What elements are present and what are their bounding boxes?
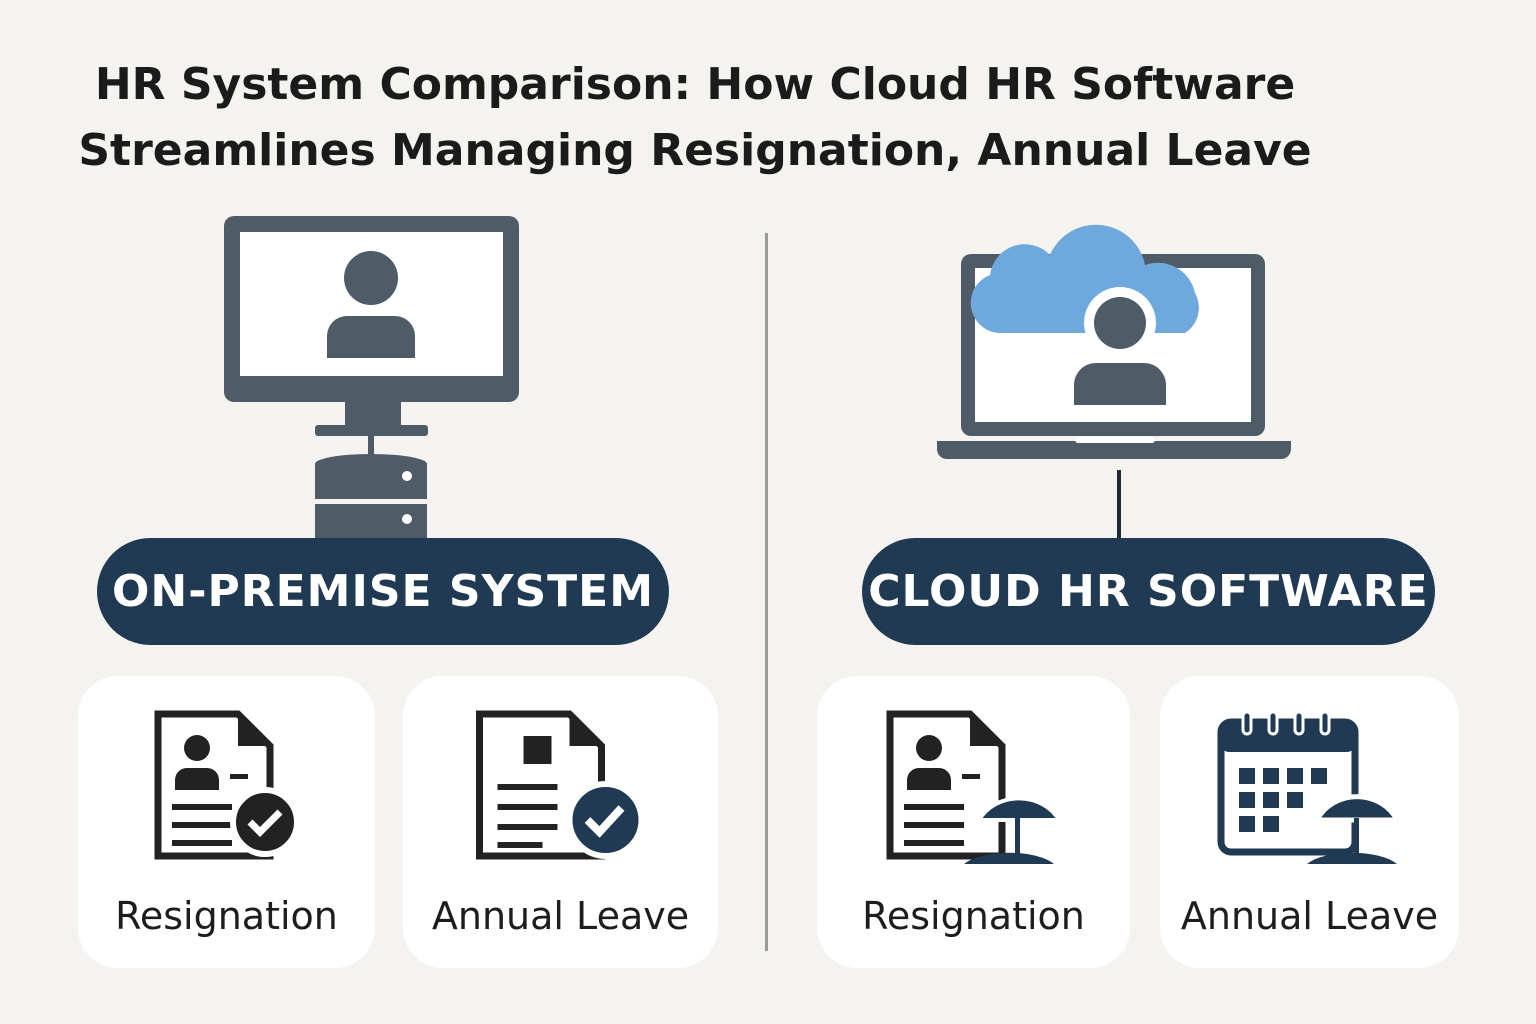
divider [765,233,768,951]
resignation-document-beach-icon [886,710,1062,864]
resignation-document-check-icon [154,710,300,860]
card-label: Annual Leave [431,894,690,938]
desktop-server-icon [224,216,519,546]
card-cloud-resignation: Resignation [817,676,1130,968]
title-line-1: HR System Comparison: How Cloud HR Softw… [94,59,1296,110]
card-label: Resignation [862,894,1085,938]
title-line-2: Streamlines Managing Resignation, Annual… [78,125,1312,176]
on-premise-label: ON-PREMISE SYSTEM [97,538,669,645]
card-cloud-annual-leave: Annual Leave [1160,676,1459,968]
card-label: Resignation [115,894,338,938]
page-title: HR System Comparison: How Cloud HR Softw… [0,52,1390,184]
cloud-hr-label: CLOUD HR SOFTWARE [862,538,1435,645]
calendar-beach-icon [1217,710,1401,864]
card-label: Annual Leave [1180,894,1439,938]
card-on-premise-annual-leave: Annual Leave [403,676,718,968]
laptop-cloud-icon [937,224,1291,540]
annual-leave-document-check-icon [475,710,644,860]
card-on-premise-resignation: Resignation [78,676,375,968]
